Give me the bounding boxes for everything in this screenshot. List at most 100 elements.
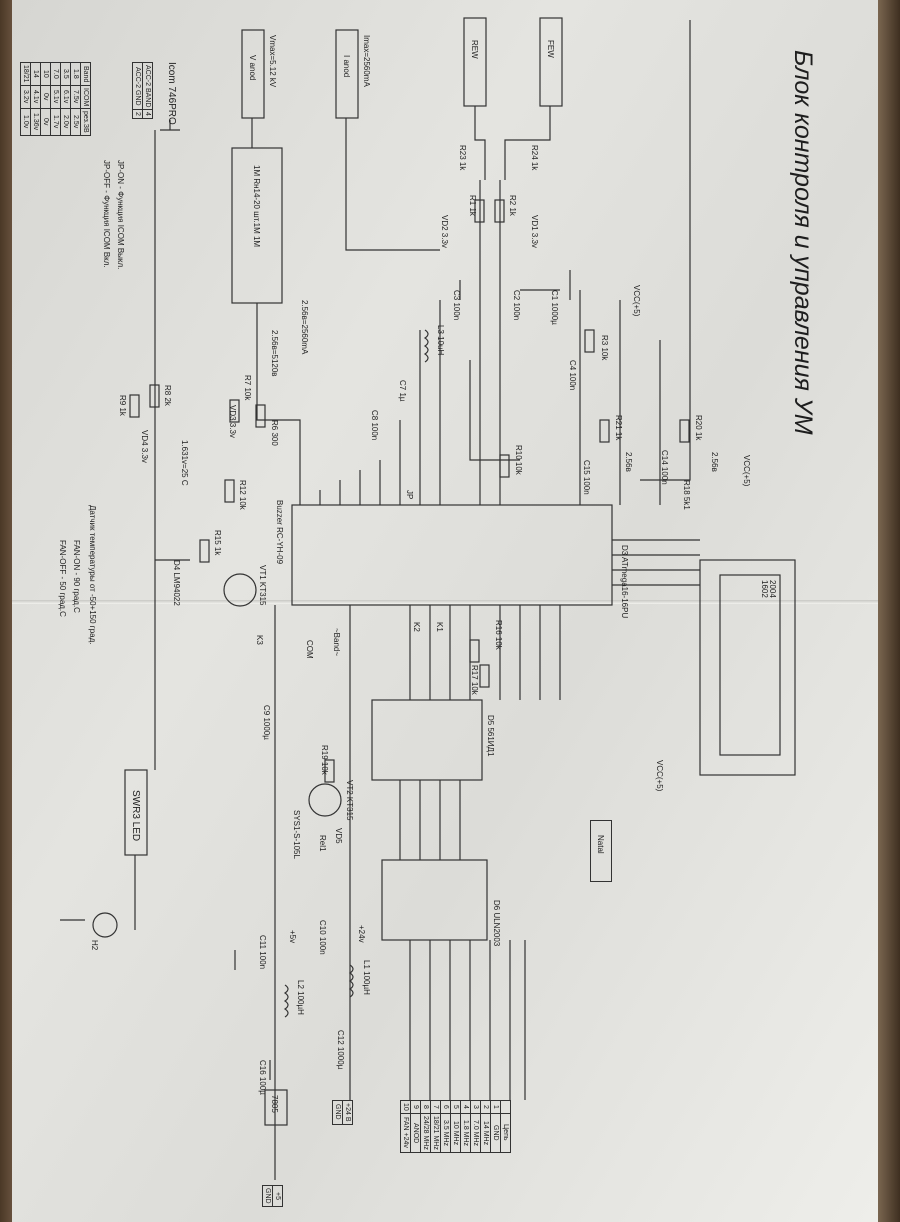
- natal-label: Natal: [596, 835, 605, 854]
- c14-label: C14 100n: [660, 450, 669, 485]
- note-jp-off: JP-OFF - Функция ICOM Вкл.: [102, 160, 111, 268]
- note-fan-off: FAN-OFF - 50 град.C: [58, 540, 67, 617]
- lcd-body: [699, 559, 796, 776]
- c8-label: C8 100n: [370, 410, 379, 441]
- d3-chip-body: [291, 504, 613, 606]
- cell: 1.0v: [20, 107, 31, 136]
- swr-led-label: SWR3 LED: [130, 790, 141, 842]
- c12-label: C12 1000µ: [336, 1030, 345, 1070]
- pin-number: 4: [460, 1100, 471, 1114]
- cell: 4.1v: [30, 84, 41, 109]
- vmax-label: Vmax=5.12 kV: [268, 35, 277, 88]
- vanod-input-box: [241, 29, 265, 119]
- vcc-label-1: VCC(+5): [632, 285, 641, 317]
- page-title: Блок контроля и управления УМ: [789, 50, 817, 435]
- r9-label: R9 1k: [118, 395, 127, 416]
- ianod-input-box: [335, 29, 359, 119]
- k3-label: K3: [255, 635, 264, 645]
- k1-label: K1: [435, 622, 444, 632]
- divider-label: 1M Rн14-20 шт.1M 1M: [252, 165, 261, 248]
- c9-label: C9 1000µ: [262, 705, 271, 740]
- column-header: ICOM: [80, 84, 91, 109]
- pin-number: 4: [142, 109, 153, 120]
- pin-signal: +5: [272, 1185, 283, 1207]
- few-input-box: [539, 17, 563, 107]
- pin-number: 8: [420, 1100, 431, 1114]
- r12-label: R12 10k: [238, 480, 247, 510]
- rew-label: REW: [470, 40, 479, 59]
- sys-label: SYS1-S-105L: [292, 810, 301, 859]
- r17-label: R17 10k: [470, 665, 479, 695]
- r24-label: R24 1k: [530, 145, 539, 171]
- icom-header: Icom 746PRO: [166, 62, 177, 125]
- c16-label: C16 100µ: [258, 1060, 267, 1095]
- cell: 2.0v: [60, 107, 71, 136]
- pin-number: 6: [440, 1100, 451, 1114]
- c11-label: C11 100n: [258, 935, 267, 970]
- vt1-label: VT1 KT315: [258, 565, 267, 606]
- h2-label: H2: [90, 940, 99, 951]
- cell: 1.7v: [50, 107, 61, 136]
- r21-label: R21 1k: [614, 415, 623, 441]
- cell: 18/21: [20, 62, 31, 86]
- paper-fold: [12, 600, 880, 604]
- r1-label: R1 1k: [468, 195, 477, 216]
- note-temp-scale: 1.631v=25 C: [180, 440, 189, 486]
- pin-number: 7: [430, 1100, 441, 1114]
- d5-chip-body: [371, 699, 483, 781]
- column-header: Band: [80, 62, 91, 86]
- vcc-label-2: VCC(+5): [742, 455, 751, 487]
- vd5-label: VD5: [334, 828, 343, 844]
- d4-label: D4 LM94022: [172, 560, 181, 606]
- 7805-label: 7805: [270, 1095, 279, 1113]
- schematic-paper: [12, 0, 880, 1222]
- cell: 7.5v: [70, 84, 81, 109]
- pin-signal: 3.5 MHz: [440, 1112, 451, 1153]
- cell: 1.8: [70, 62, 81, 86]
- column-header: рез.ЗВ: [80, 107, 91, 136]
- cell: 3.5: [60, 62, 71, 86]
- pin-signal: +24 B: [342, 1100, 353, 1125]
- note-jp-on: JP-ON - Функция ICOM Выкл.: [116, 160, 125, 270]
- column-header: Цепь: [500, 1112, 511, 1153]
- pin-name: ACC-2 BAND: [142, 61, 153, 111]
- vd2-label: VD2 3.3v: [440, 215, 449, 248]
- d3-label: D3 ATmega16-16PU: [620, 545, 629, 619]
- r10-label: R10 10k: [514, 445, 523, 475]
- r18-label: R18 5k1: [682, 480, 691, 510]
- ianod-label: I anod: [342, 55, 351, 78]
- cell: 3.2v: [20, 84, 31, 109]
- r3-label: R3 10k: [600, 335, 609, 361]
- l2-label: L2 100µH: [296, 980, 305, 1015]
- c2-label: C2 100n: [512, 290, 521, 321]
- scale-i-label: 2.56в=2560mA: [300, 300, 309, 355]
- scale-v-label: 2.56в=5120в: [270, 330, 279, 377]
- pin-number: 5: [450, 1100, 461, 1114]
- pin-signal: GND: [262, 1185, 273, 1207]
- c3-label: C3 100n: [452, 290, 461, 321]
- c7-label: C7 1µ: [398, 380, 407, 402]
- pin-signal: 1.8 MHz: [460, 1112, 471, 1153]
- r2-label: R2 1k: [508, 195, 517, 216]
- r16-label: R16 10k: [494, 620, 503, 650]
- lcd-screen: [719, 574, 781, 756]
- note-temp-sensor: Датчик температуры от -50+150 град.: [88, 505, 97, 645]
- cell: 0v: [40, 107, 51, 136]
- r7-label: R7 10k: [243, 375, 252, 401]
- note-fan-on: FAN-ON - 90 град.C: [72, 540, 81, 613]
- pin-signal: FAN +24v: [400, 1112, 411, 1153]
- r8-label: R8 2k: [163, 385, 172, 406]
- d5-label: D5 561ИД1: [486, 715, 495, 757]
- pin-signal: GND: [490, 1112, 501, 1153]
- cell: 7.0: [50, 62, 61, 86]
- pin-name: ACC-2 GND: [132, 61, 143, 111]
- r20-label: R20 1k: [694, 415, 703, 441]
- cell: 5.1v: [50, 84, 61, 109]
- lcd-label: 2004 1602: [760, 580, 777, 598]
- rew-input-box: [463, 17, 487, 107]
- pin-signal: GND: [332, 1100, 343, 1125]
- buzzer-label: Buzzer RC-YH-09: [275, 500, 284, 565]
- few-label: FEW: [546, 40, 555, 58]
